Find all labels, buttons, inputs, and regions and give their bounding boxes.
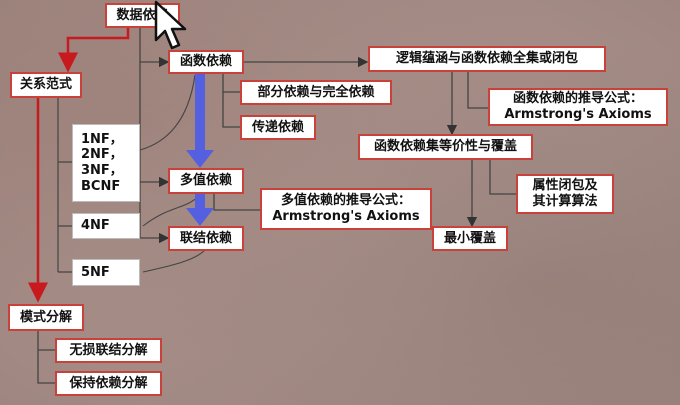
node-join-dependency: 联结依赖 <box>168 226 244 251</box>
line-fd-to-transitive <box>222 92 240 128</box>
node-nf-1-2-3-bc: 1NF， 2NF， 3NF， BCNF <box>72 124 140 202</box>
line-decomp-to-preserving <box>37 350 55 384</box>
curve-5nf-to-jd <box>142 249 206 273</box>
node-attribute-closure: 属性闭包及 其计算算法 <box>516 174 614 214</box>
line-equivalence-to-closure <box>489 160 516 195</box>
node-relational-normal-form: 关系范式 <box>10 72 82 98</box>
node-dependency-preserving: 保持依赖分解 <box>55 371 162 396</box>
node-mvd-inference-rules: 多值依赖的推导公式： Armstrong's Axioms <box>260 188 432 230</box>
node-fd-inference-rules: 函数依赖的推导公式： Armstrong's Axioms <box>488 88 668 126</box>
node-partial-full-dependency: 部分依赖与完全依赖 <box>240 80 392 105</box>
node-fd-equivalence-cover: 函数依赖集等价性与覆盖 <box>358 134 533 160</box>
line-mvd-to-inference <box>213 194 260 211</box>
line-data-to-mvd <box>139 62 170 188</box>
blue-arrow-shaft-1 <box>195 74 205 154</box>
node-functional-dependency: 函数依赖 <box>168 50 244 74</box>
node-minimal-cover: 最小覆盖 <box>432 226 508 251</box>
node-multivalued-dependency: 多值依赖 <box>168 168 244 194</box>
nf-bracket <box>57 97 72 273</box>
mouse-cursor-icon <box>154 0 187 50</box>
node-transitive-dependency: 传递依赖 <box>240 115 316 140</box>
line-data-to-jd <box>139 182 170 244</box>
line-fd-to-partial <box>222 72 240 93</box>
node-5nf: 5NF <box>72 259 140 286</box>
line-decomp-to-lossless <box>37 330 55 351</box>
line-implication-to-inference <box>467 72 488 109</box>
node-lossless-join: 无损联结分解 <box>55 338 162 363</box>
red-arrow-to-normal-form <box>58 28 130 73</box>
blue-arrow-shaft-2 <box>195 194 205 210</box>
curve-nf-to-fd <box>139 74 196 151</box>
node-schema-decomposition: 模式分解 <box>8 304 84 331</box>
blue-arrow-head-1 <box>186 150 214 168</box>
blue-arrow-head-2 <box>186 208 214 226</box>
node-4nf: 4NF <box>72 213 140 239</box>
node-logical-implication: 逻辑蕴涵与函数依赖全集或闭包 <box>368 46 606 72</box>
